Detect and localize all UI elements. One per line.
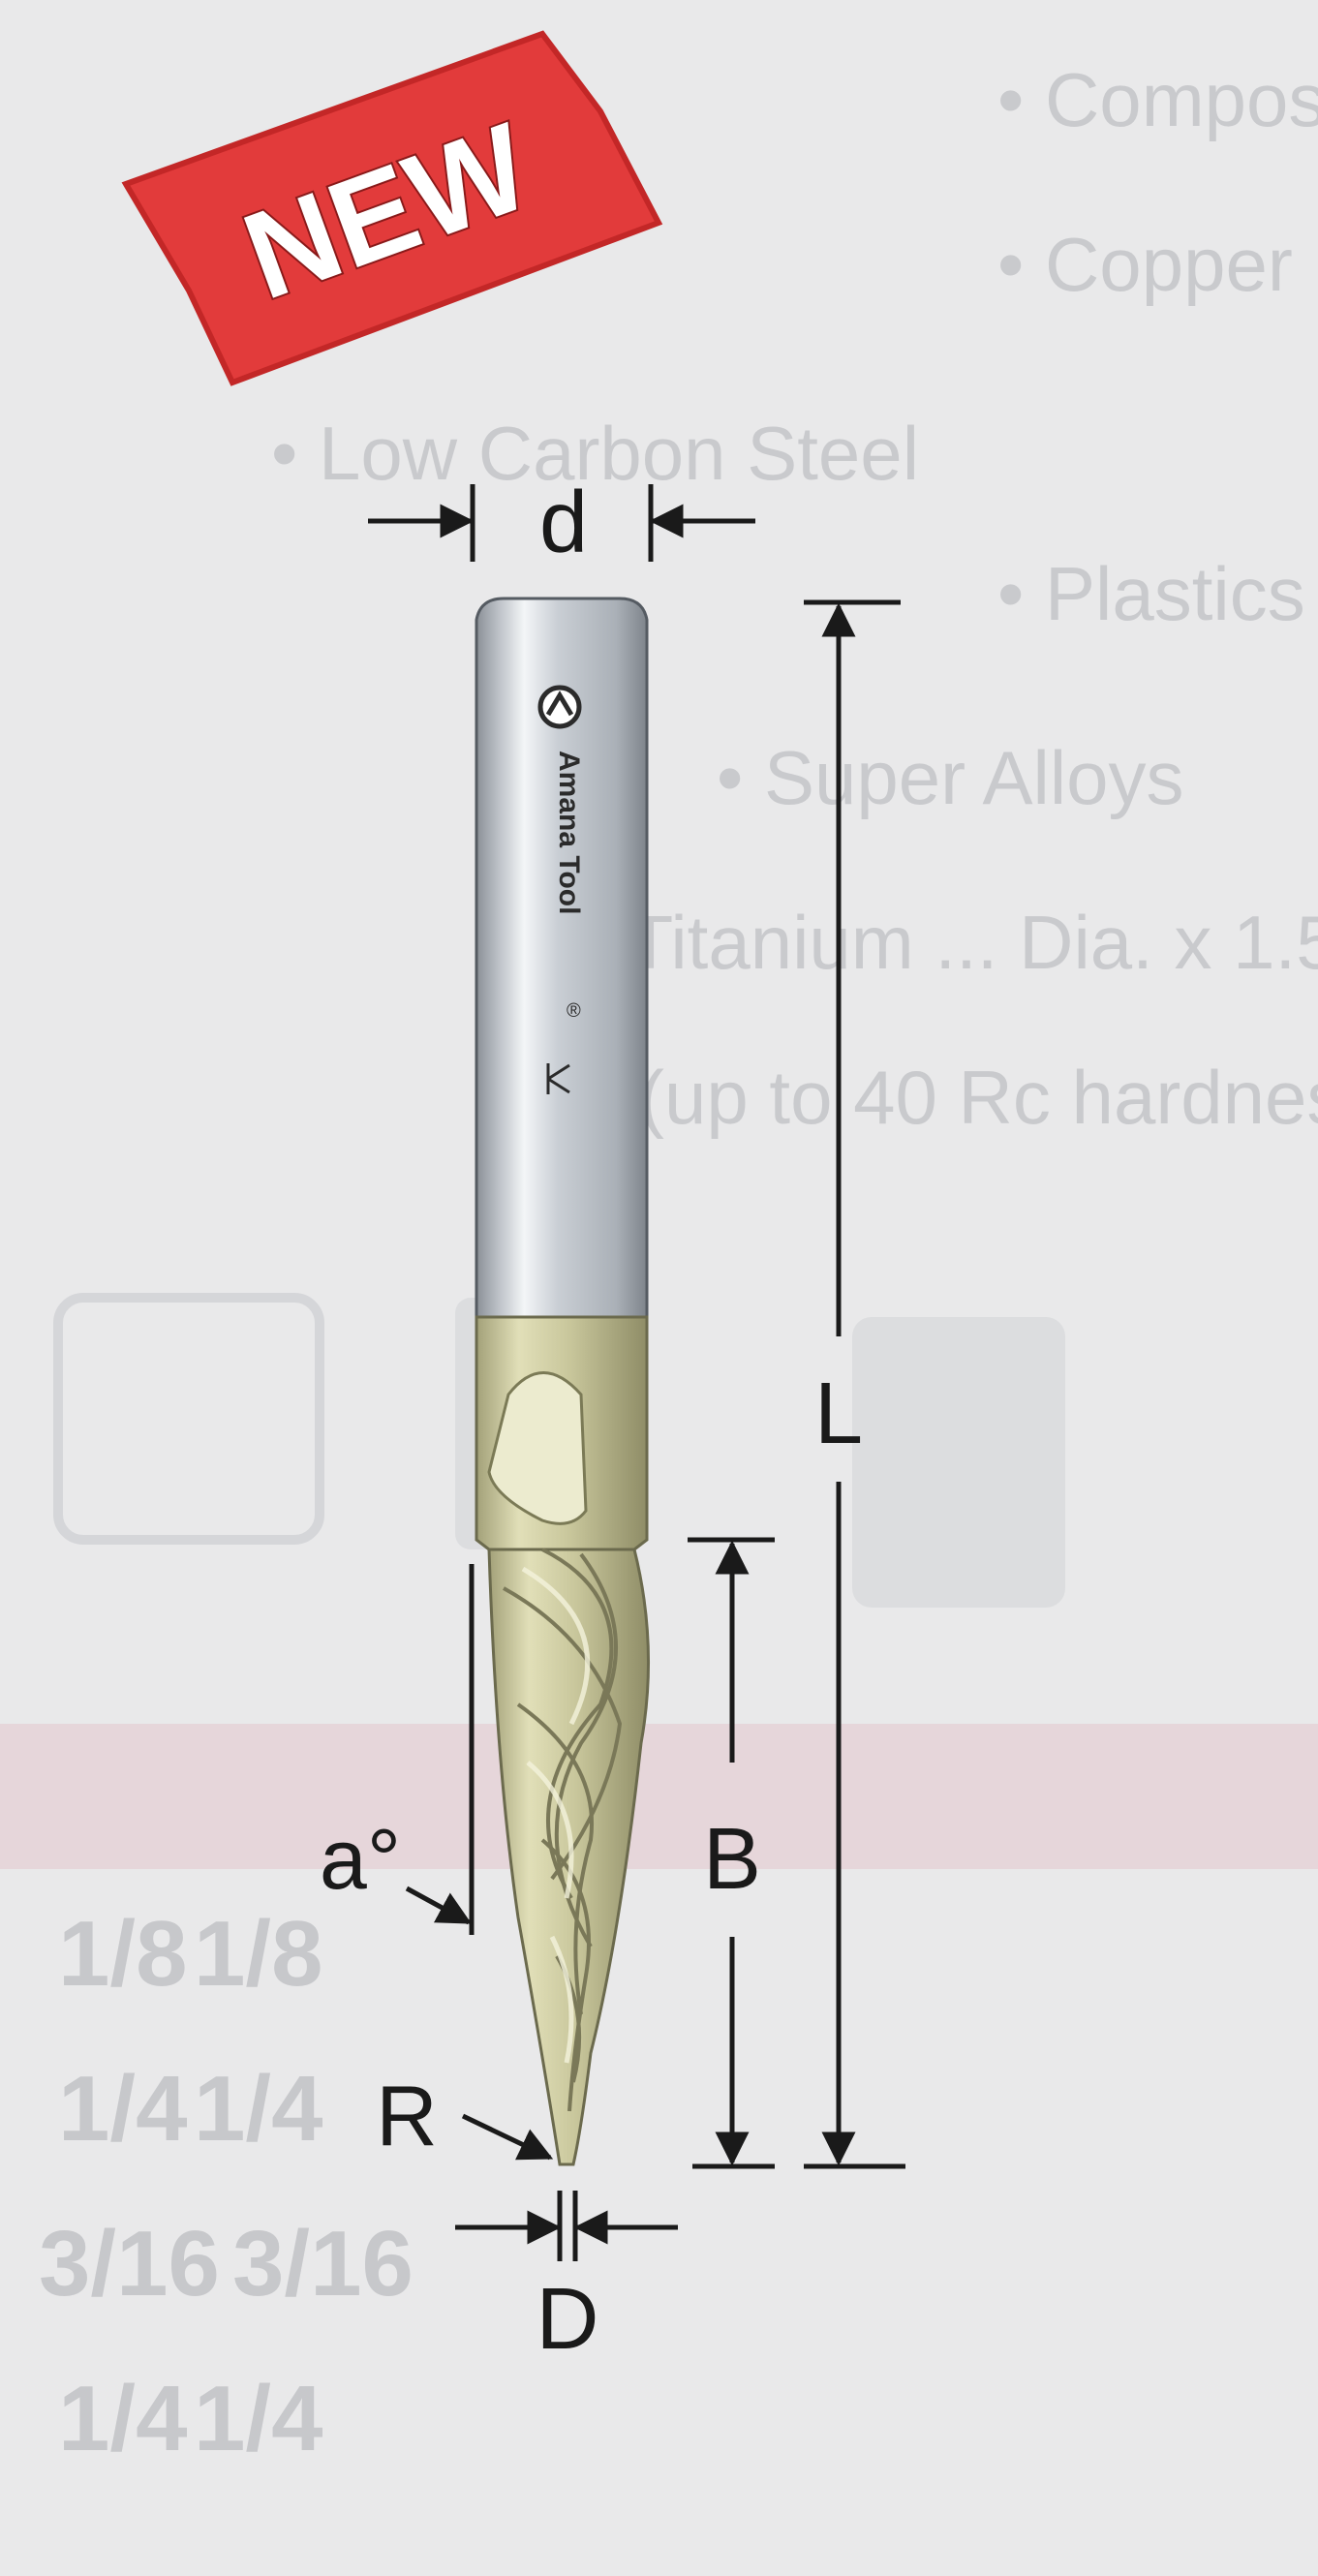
table-cell: 3/16: [232, 2212, 414, 2315]
bg-line-1: • Composites: [997, 57, 1318, 142]
bg-line-3: • Low Carbon Steel: [271, 411, 919, 496]
background-catalog-text: • Composites • Copper • Low Carbon Steel…: [271, 57, 1318, 1140]
tip-radius-dimension: [461, 2113, 554, 2161]
table-cell: 1/4: [58, 2367, 187, 2470]
taper-angle-dimension: [405, 1564, 475, 1935]
table-cell: 1/4: [58, 2057, 187, 2161]
tip-diameter-dimension: [455, 2191, 678, 2261]
new-badge: NEW: [121, 30, 663, 386]
label-a: a°: [320, 1811, 401, 1907]
bg-line-2: • Copper: [997, 222, 1293, 307]
bg-line-4: • Plastics: [997, 551, 1305, 636]
table-header-band: [0, 1724, 1318, 1869]
shank: [475, 597, 649, 1319]
background-table: 1/8 1/8 1/4 1/4 3/16 3/16 1/4 1/4: [39, 1902, 414, 2470]
bg-line-5: • Super Alloys: [717, 735, 1184, 820]
brand-logo-text: Amana Tool: [553, 751, 585, 914]
table-cell: 1/4: [194, 2367, 322, 2470]
flute-lines: [503, 1548, 623, 2112]
amana-logo-icon: [537, 685, 582, 729]
label-L: L: [814, 1365, 863, 1462]
label-d: d: [539, 475, 588, 571]
table-cell: 1/8: [194, 1902, 322, 2006]
table-cell: 3/16: [39, 2212, 220, 2315]
overall-length-dimension: [804, 599, 905, 2169]
router-bit: [475, 597, 651, 2166]
table-cell: 1/4: [194, 2057, 322, 2161]
label-B: B: [703, 1811, 761, 1908]
shank-diameter-dimension: [368, 484, 755, 562]
registered-mark: ®: [567, 1000, 581, 1022]
bg-line-7: (up to 40 Rc hardness): [639, 1055, 1318, 1140]
cutting-length-dimension: [688, 1537, 775, 2169]
label-R: R: [376, 2068, 438, 2163]
bg-line-6: • Titanium ... Dia. x 1.5: [581, 900, 1318, 985]
brand-logo: Amana Tool ®: [537, 685, 585, 1094]
table-cell: 1/8: [58, 1902, 187, 2006]
label-D: D: [536, 2271, 599, 2368]
